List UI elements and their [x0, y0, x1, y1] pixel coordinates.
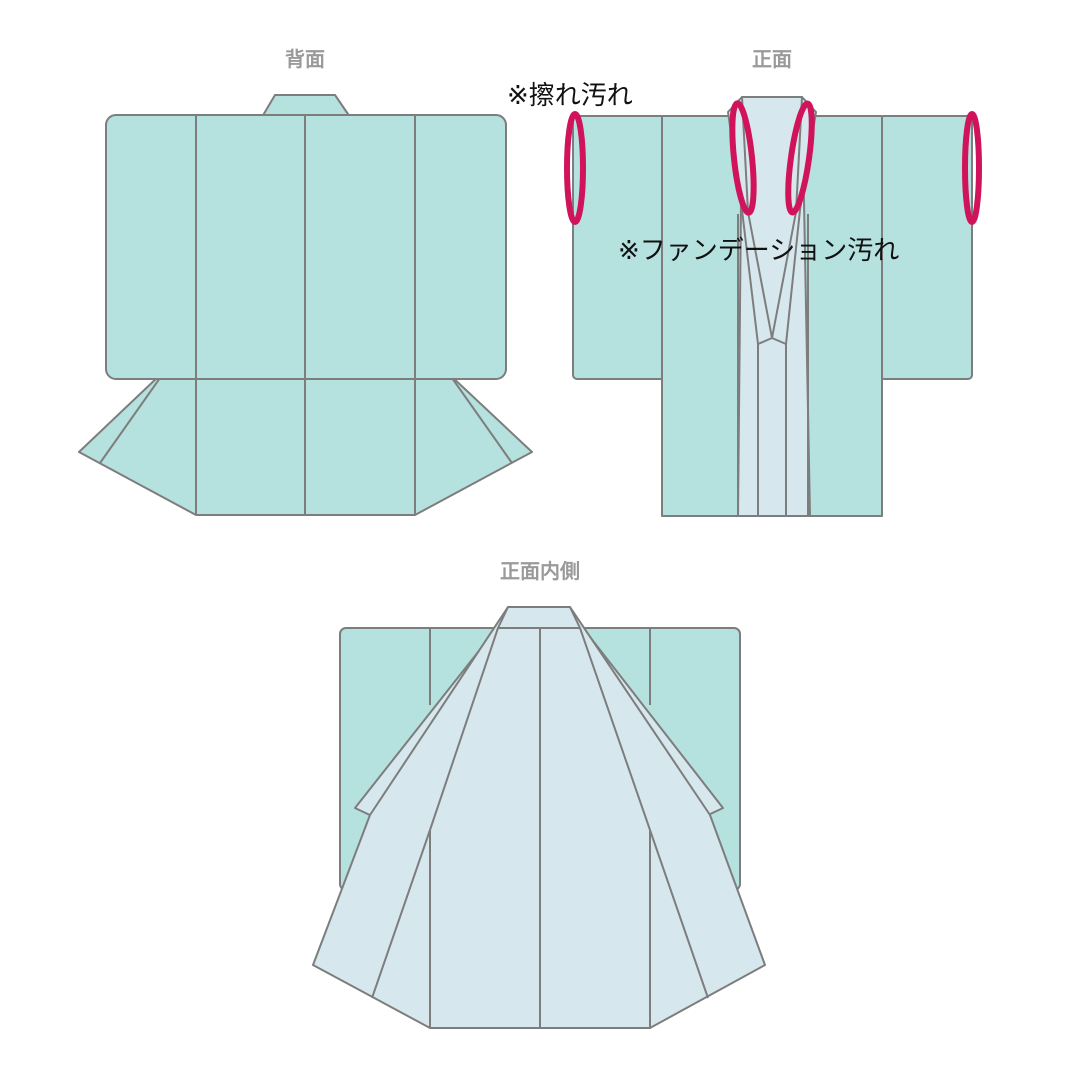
inside-neck	[497, 606, 581, 629]
foundation-stain-label: ※ファンデーション汚れ	[618, 236, 900, 266]
inside-view-title: 正面内側	[500, 559, 580, 583]
front-collar-right	[771, 96, 817, 345]
front-view-title: 正面	[752, 47, 792, 71]
stain-markers	[564, 100, 982, 225]
stain-marker-right-sleeve	[962, 111, 982, 225]
back-view-title: 背面	[285, 47, 325, 71]
stain-marker-right-collar	[785, 100, 815, 216]
back-view	[78, 94, 533, 516]
back-collar	[261, 94, 351, 118]
front-inner-lining	[737, 96, 811, 517]
abrasion-stain-label: ※擦れ汚れ	[507, 81, 633, 111]
stain-marker-left-sleeve	[564, 111, 586, 225]
stain-marker-left-collar	[729, 100, 757, 216]
inside-view	[312, 606, 766, 1029]
front-view	[572, 96, 973, 517]
